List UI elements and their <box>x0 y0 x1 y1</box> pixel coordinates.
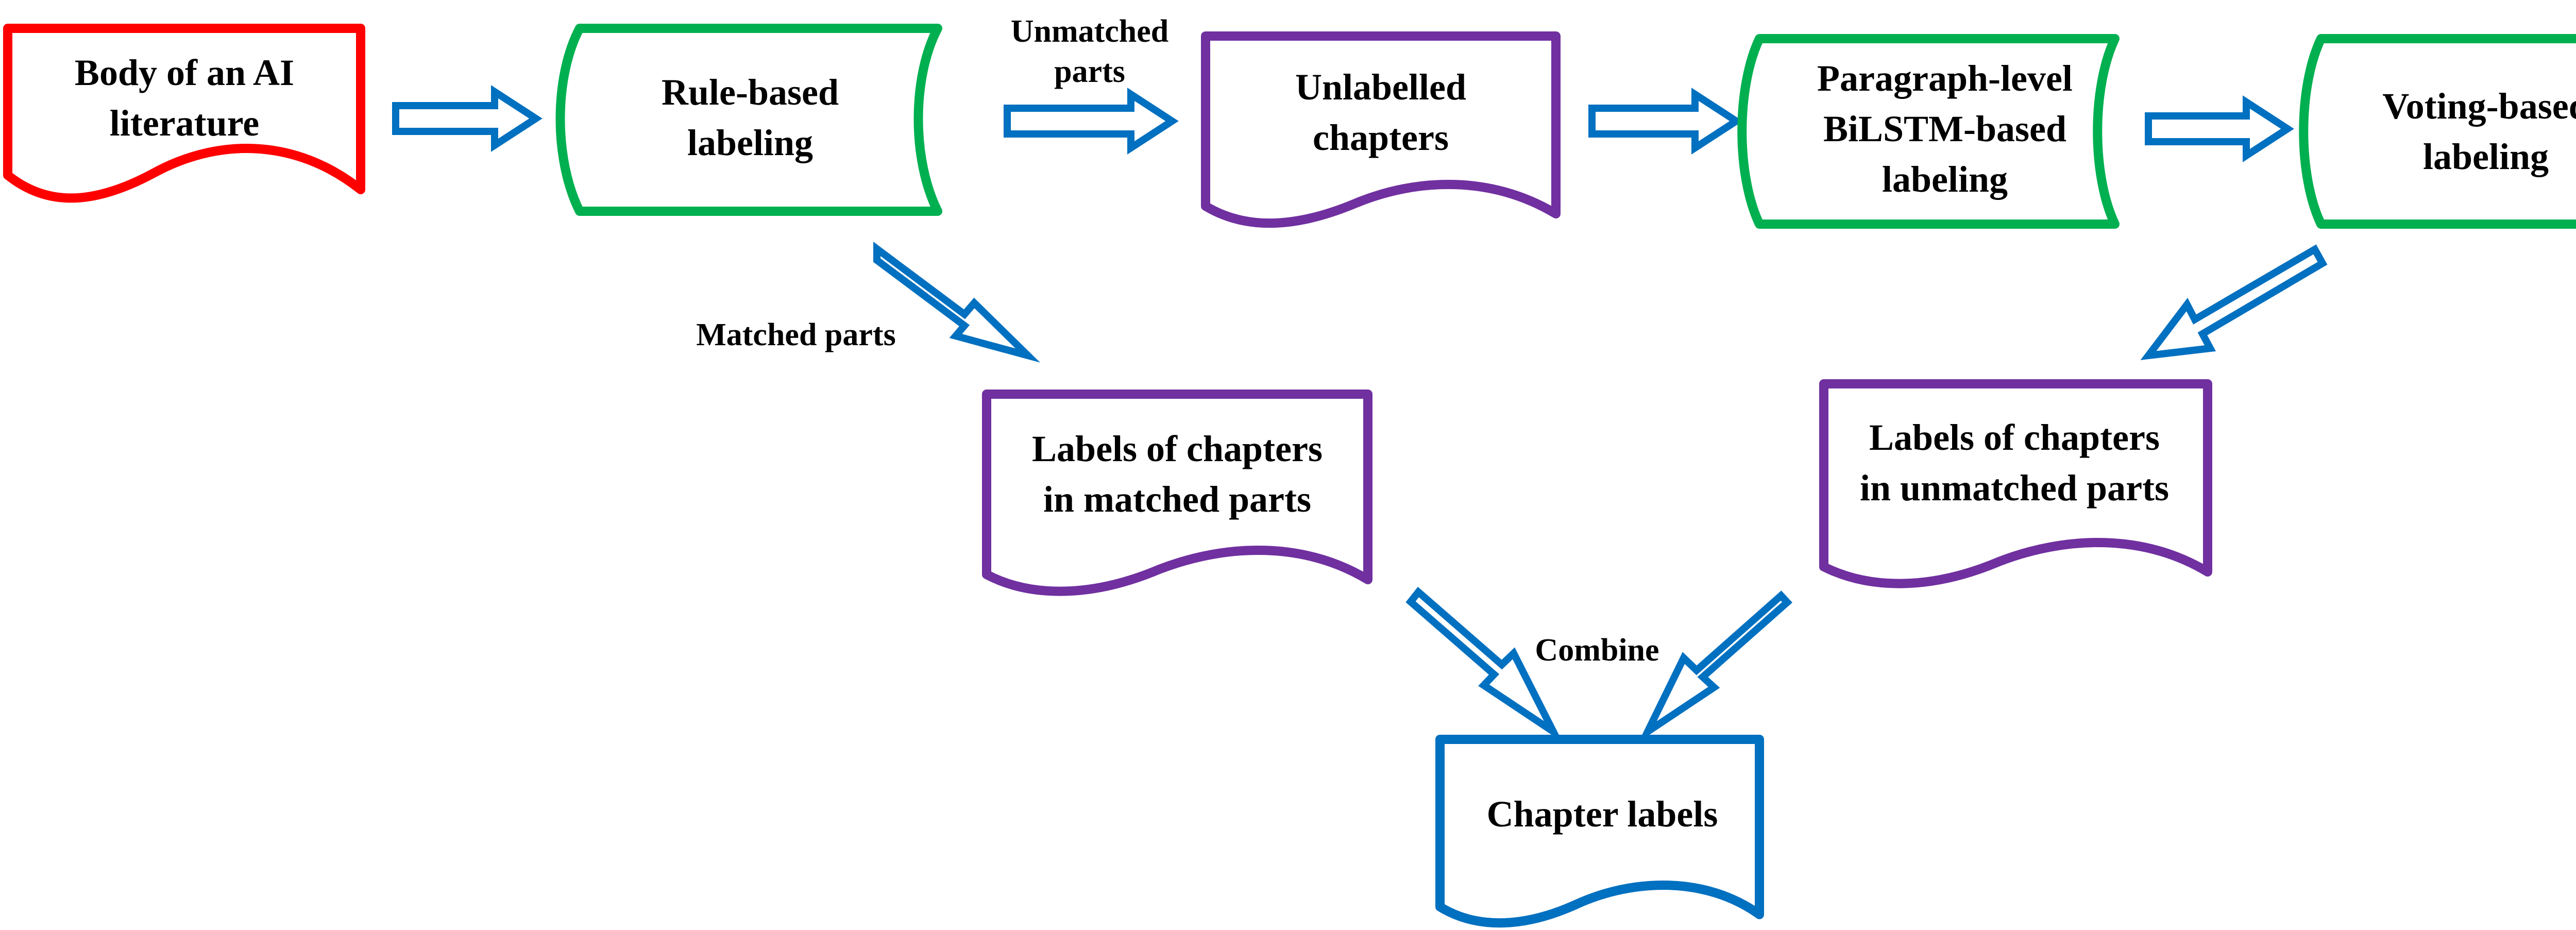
node-label: Rule-based labeling <box>662 72 839 163</box>
arrow-rule-to-matched-labels <box>873 242 1041 363</box>
node-chapter-labels: Chapter labels <box>1435 735 1764 928</box>
text-line: Chapter labels <box>1487 793 1718 835</box>
edge-label-unmatched-parts: Unmatched parts <box>1011 14 1169 89</box>
text-line: BiLSTM-based <box>1823 108 2066 149</box>
node-label: Body of an AI literature <box>75 52 294 144</box>
edge-label-matched-parts: Matched parts <box>696 317 895 352</box>
text-line: Matched parts <box>696 317 895 352</box>
text-line: parts <box>1054 54 1125 89</box>
arrow-rule-to-unlabelled <box>1004 88 1179 155</box>
arrow-voting-to-unmatched-labels <box>2140 244 2328 360</box>
arrow-unmatched-to-chapter-labels <box>1638 590 1792 742</box>
text-line: Unmatched <box>1011 14 1169 49</box>
node-label: Labels of chapters in unmatched parts <box>1860 417 2169 509</box>
node-matched-labels: Labels of chapters in matched parts <box>982 390 1372 596</box>
process-shape <box>2299 34 2576 229</box>
edge-label-combine: Combine <box>1535 633 1659 668</box>
document-shape <box>1201 31 1561 228</box>
node-unmatched-labels: Labels of chapters in unmatched parts <box>1819 379 2212 588</box>
node-voting-labeling: Voting-based labeling <box>2299 34 2576 229</box>
document-shape <box>1819 379 2212 588</box>
document-shape <box>1435 735 1764 928</box>
text-line: Labels of chapters <box>1032 428 1323 469</box>
document-shape <box>982 390 1372 596</box>
text-line: Body of an AI <box>75 52 294 93</box>
node-label: Chapter labels <box>1487 793 1718 835</box>
node-unlabelled-chapters: Unlabelled chapters <box>1201 31 1561 228</box>
text-line: labeling <box>2423 136 2549 177</box>
text-line: labeling <box>1882 159 2008 200</box>
arrow-bilstm-to-voting <box>2145 95 2294 162</box>
text-line: literature <box>110 103 260 144</box>
text-line: labeling <box>687 122 813 163</box>
text-line: Paragraph-level <box>1817 58 2073 99</box>
text-line: chapters <box>1313 117 1449 158</box>
node-rule-based-labeling: Rule-based labeling <box>555 24 942 216</box>
arrow-matched-to-chapter-labels <box>1405 586 1563 742</box>
process-shape <box>1737 34 2120 229</box>
text-line: Rule-based <box>662 72 839 113</box>
node-label: Unlabelled chapters <box>1295 66 1466 158</box>
text-line: in unmatched parts <box>1860 467 2169 509</box>
text-line: Labels of chapters <box>1869 417 2160 458</box>
text-line: Combine <box>1535 633 1659 668</box>
text-line: Unlabelled <box>1295 66 1466 108</box>
node-label: Labels of chapters in matched parts <box>1032 428 1323 520</box>
text-line: Voting-based <box>2382 86 2576 127</box>
node-body-of-ai-literature: Body of an AI literature <box>3 24 365 203</box>
process-shape <box>555 24 942 216</box>
arrow-unlabelled-to-bilstm <box>1588 88 1743 155</box>
text-line: in matched parts <box>1043 479 1311 520</box>
arrow-body-to-rule <box>392 85 543 152</box>
document-shape <box>3 24 365 203</box>
node-label: Voting-based labeling <box>2382 86 2576 177</box>
